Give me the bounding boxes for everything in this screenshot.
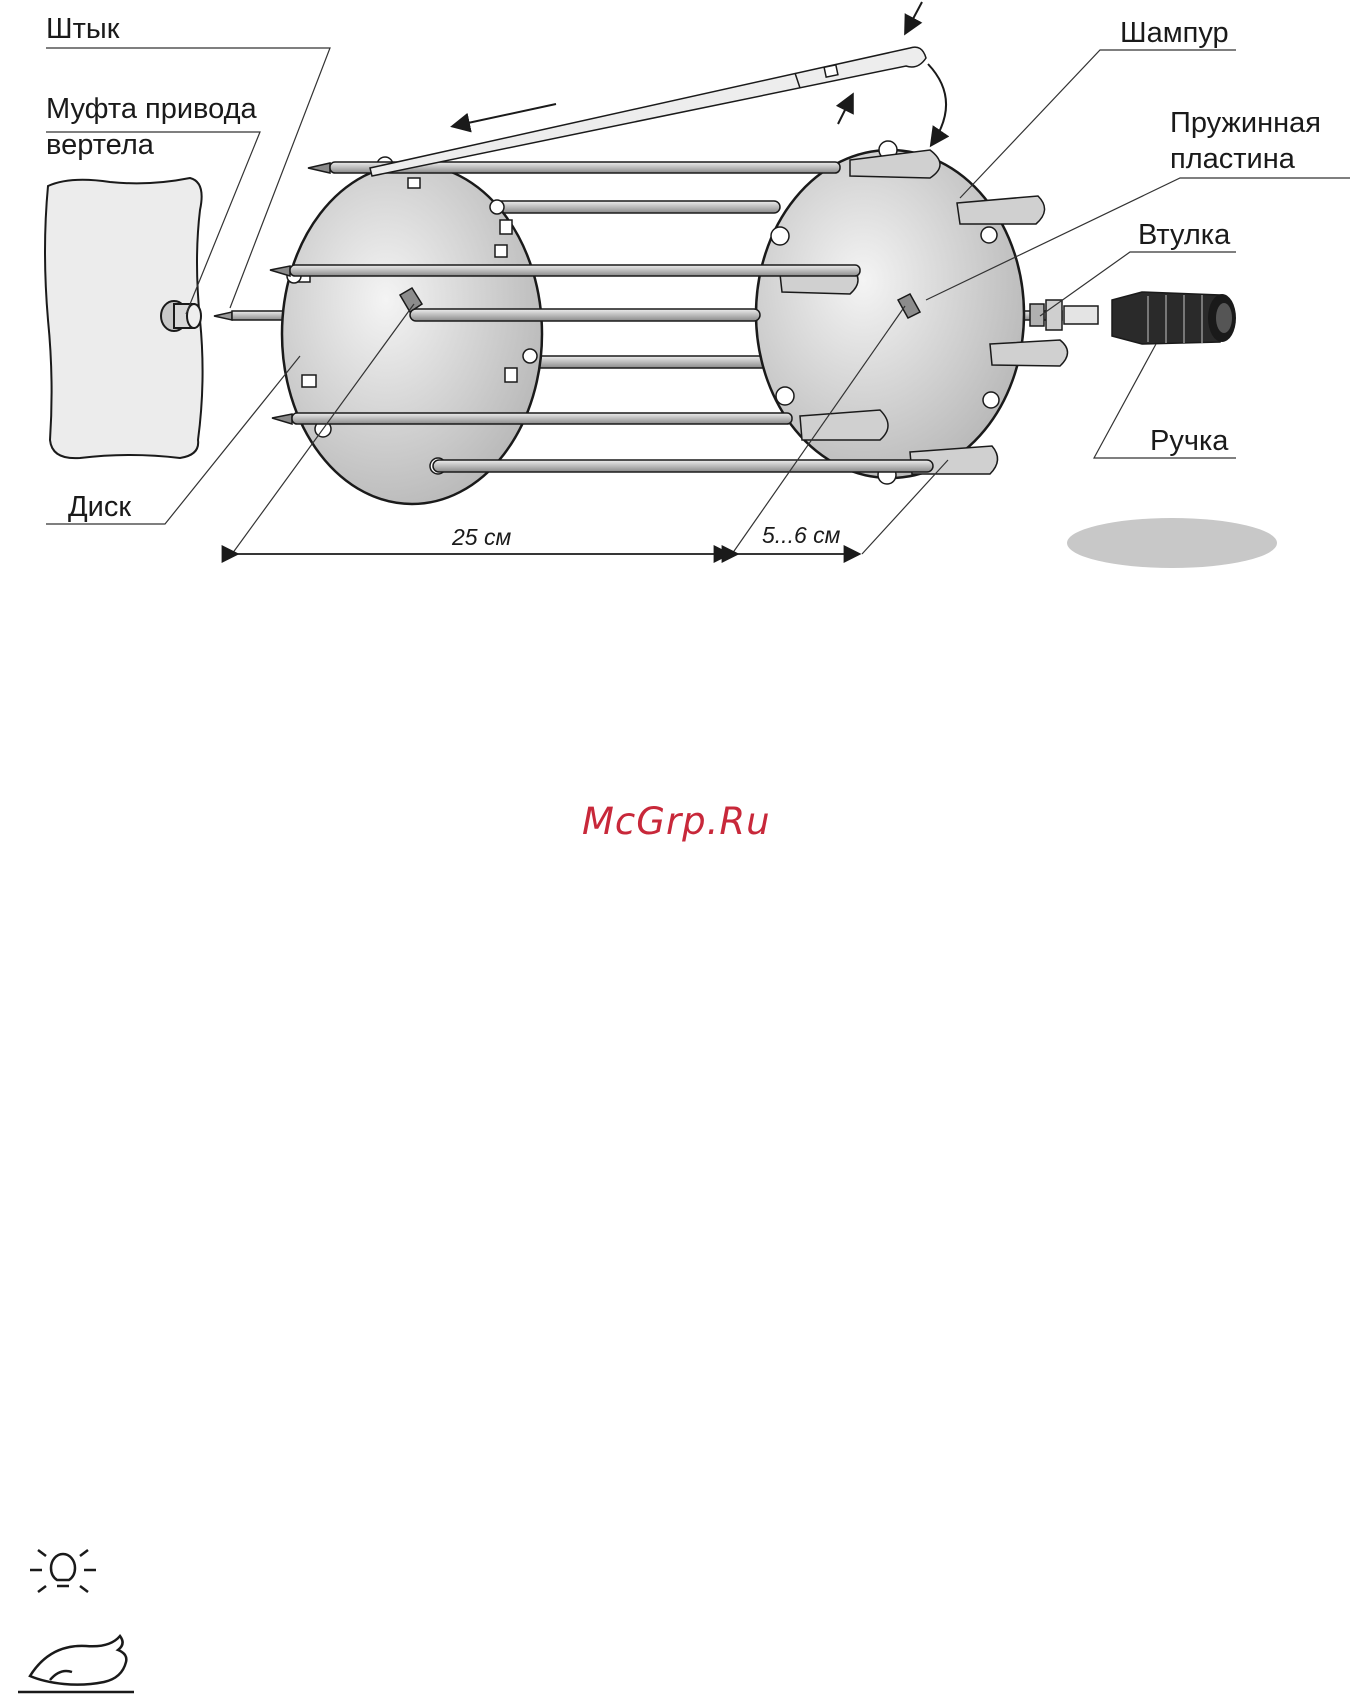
label-spring-plate-line1: Пружинная [1170,106,1321,140]
label-drive-coupling-line2: вертела [46,128,154,162]
shadow-spot [1067,518,1277,568]
label-bushing: Втулка [1138,218,1230,252]
drive-coupling [161,301,201,331]
handle [1112,292,1236,344]
chicken-icon [18,1636,134,1692]
dimension-length-label: 25 см [452,524,511,551]
label-disk: Диск [68,490,131,524]
lamp-icon [30,1550,96,1592]
label-drive-coupling-line1: Муфта привода [46,92,257,126]
label-spring-plate-line2: пластина [1170,142,1295,176]
dimension-offset-label: 5...6 см [762,522,840,549]
disk-left [282,157,542,504]
disk-right [756,141,1068,484]
label-handle: Ручка [1150,424,1228,458]
bushing [1030,300,1098,330]
watermark: McGrp.Ru [582,800,771,843]
label-skewer: Шампур [1120,16,1229,50]
label-bayonet: Штык [46,12,119,46]
skewer-inserting [370,47,926,176]
